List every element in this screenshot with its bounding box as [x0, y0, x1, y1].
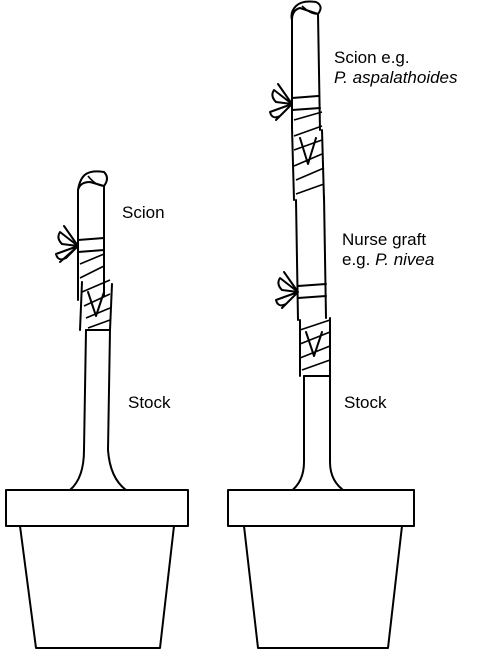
- left-stock-stem: [70, 330, 126, 490]
- left-plant: [56, 171, 126, 490]
- left-pot: [6, 490, 188, 648]
- left-tie-band: [78, 238, 104, 252]
- right-scion-stem: [292, 14, 320, 130]
- left-wrap-strokes: [80, 254, 110, 328]
- right-pot: [228, 490, 414, 648]
- left-scion-label: Scion: [122, 203, 165, 223]
- right-stock-label: Stock: [344, 393, 387, 413]
- right-lower-tie-band: [298, 284, 326, 298]
- right-lower-wrap: [300, 320, 330, 370]
- right-scion-top: [292, 2, 321, 21]
- left-pot-rim: [6, 490, 188, 526]
- left-stock-label: Stock: [128, 393, 171, 413]
- left-cleft-cut: [88, 292, 104, 316]
- right-stock-stem: [290, 376, 346, 492]
- nurse-eg-prefix: e.g.: [342, 250, 375, 269]
- right-nurse-label-line2: e.g. P. nivea: [342, 250, 434, 270]
- right-nurse-stem: [296, 196, 326, 320]
- right-scion-species: P. aspalathoides: [334, 68, 458, 88]
- right-upper-knot-icon: [270, 84, 292, 120]
- right-scion-label-line1: Scion e.g.: [334, 48, 410, 68]
- nurse-species: P. nivea: [375, 250, 434, 269]
- right-lower-knot-icon: [276, 272, 298, 308]
- left-pot-body: [20, 526, 174, 648]
- right-pot-body: [244, 526, 402, 648]
- left-tie-knot-icon: [56, 226, 78, 262]
- right-upper-tie-band: [292, 96, 320, 110]
- right-nurse-label-line1: Nurse graft: [342, 230, 426, 250]
- right-pot-rim: [228, 490, 414, 526]
